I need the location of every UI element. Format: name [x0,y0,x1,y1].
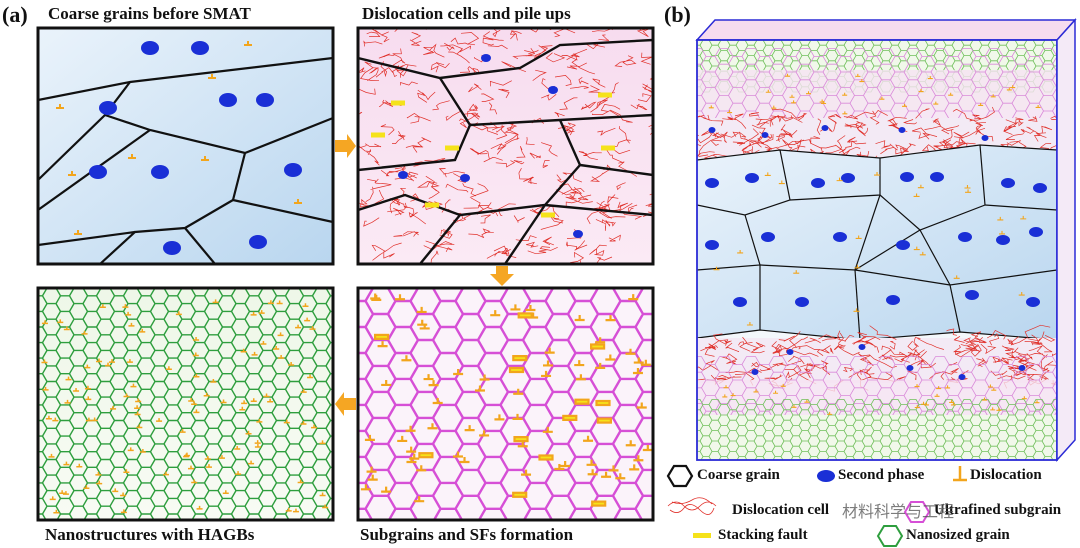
panel-a-label: (a) [2,2,28,27]
stacking-fault-icon [693,533,711,538]
stage1-caption: Coarse grains before SMAT [48,4,251,23]
dislocation-icon [953,466,967,482]
legend-icons [666,464,967,547]
dislocation-cells-panel [356,26,655,266]
legend-ultrafined-subgrain: Ultrafined subgrain [934,502,1062,518]
watermark: 材料科学与工程 [842,502,955,521]
nanosized-grain-hex-icon [876,525,904,547]
dislocation-cell-icon [667,497,717,515]
legend-second-phase: Second phase [838,467,925,483]
stage2-caption: Dislocation cells and pile ups [362,4,571,23]
legend-dislocation: Dislocation [970,467,1042,483]
gradient-structure-block [695,18,1077,462]
arrow-right [335,134,356,158]
subgrains-panel [356,286,655,522]
ultrafined-subgrain-hex-icon [903,501,931,523]
stage4-caption: Nanostructures with HAGBs [45,525,255,544]
second-phase-icon [817,470,835,482]
legend-stacking-fault: Stacking fault [718,527,808,543]
coarse-grain-hex-icon [666,464,694,488]
arrow-down [490,266,514,286]
nanostructure-panel [36,286,335,522]
panel-b-label: (b) [664,2,691,27]
legend-dislocation-cell: Dislocation cell [732,502,830,518]
legend-coarse-grain: Coarse grain [697,467,780,483]
legend-nanosized-grain: Nanosized grain [906,527,1010,543]
arrow-left [335,392,356,416]
stage3-caption: Subgrains and SFs formation [360,525,574,544]
coarse-grains-panel [36,26,335,266]
